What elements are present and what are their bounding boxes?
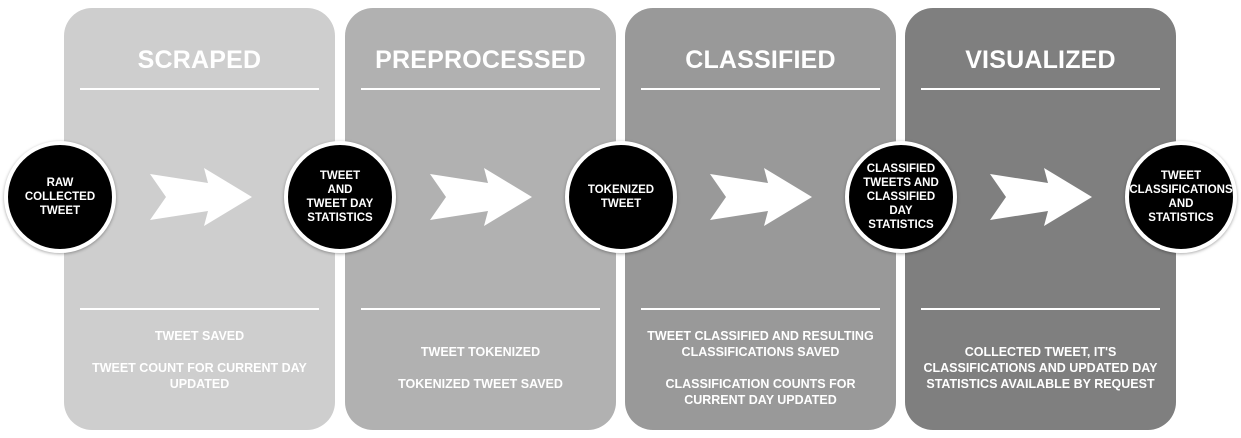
divider <box>361 88 600 90</box>
stage-desc-line: TOKENIZED TWEET SAVED <box>398 377 563 391</box>
stage-desc-line: TWEET TOKENIZED <box>420 345 541 359</box>
node-raw-collected-tweet: RAW COLLECTED TWEET <box>4 141 116 253</box>
stage-title: PREPROCESSED <box>375 46 586 74</box>
node-tweet-and-day-statistics: TWEET AND TWEET DAY STATISTICS <box>284 141 396 253</box>
divider <box>921 88 1160 90</box>
divider <box>80 88 319 90</box>
divider <box>641 308 880 310</box>
divider <box>641 88 880 90</box>
stage-desc-line: TWEET SAVED <box>154 329 245 343</box>
stage-title: CLASSIFIED <box>685 46 836 74</box>
stage-description: TWEET SAVED TWEET COUNT FOR CURRENT DAY … <box>68 328 331 408</box>
stage-desc-line: TWEET CLASSIFIED AND RESULTING CLASSIFIC… <box>647 329 874 359</box>
stage-title: SCRAPED <box>137 46 262 74</box>
stage-desc-line: CLASSIFICATION COUNTS FOR CURRENT DAY UP… <box>665 377 856 407</box>
arrow-right-icon <box>430 168 532 226</box>
arrow-right-icon <box>990 168 1092 226</box>
divider <box>921 308 1160 310</box>
divider <box>80 308 319 310</box>
node-tweet-classifications-statistics: TWEET CLASSIFICATIONS AND STATISTICS <box>1125 141 1237 253</box>
stage-title: VISUALIZED <box>965 46 1116 74</box>
arrow-right-icon <box>150 168 252 226</box>
stage-desc-line: COLLECTED TWEET, IT'S CLASSIFICATIONS AN… <box>923 345 1158 391</box>
stage-description: COLLECTED TWEET, IT'S CLASSIFICATIONS AN… <box>909 344 1172 408</box>
stage-description: TWEET CLASSIFIED AND RESULTING CLASSIFIC… <box>629 328 892 424</box>
node-tokenized-tweet: TOKENIZED TWEET <box>565 141 677 253</box>
divider <box>361 308 600 310</box>
stage-desc-line: TWEET COUNT FOR CURRENT DAY UPDATED <box>92 361 307 391</box>
arrow-right-icon <box>710 168 812 226</box>
node-classified-tweets-statistics: CLASSIFIED TWEETS AND CLASSIFIED DAY STA… <box>845 141 957 253</box>
stage-description: TWEET TOKENIZED TOKENIZED TWEET SAVED <box>349 344 612 408</box>
